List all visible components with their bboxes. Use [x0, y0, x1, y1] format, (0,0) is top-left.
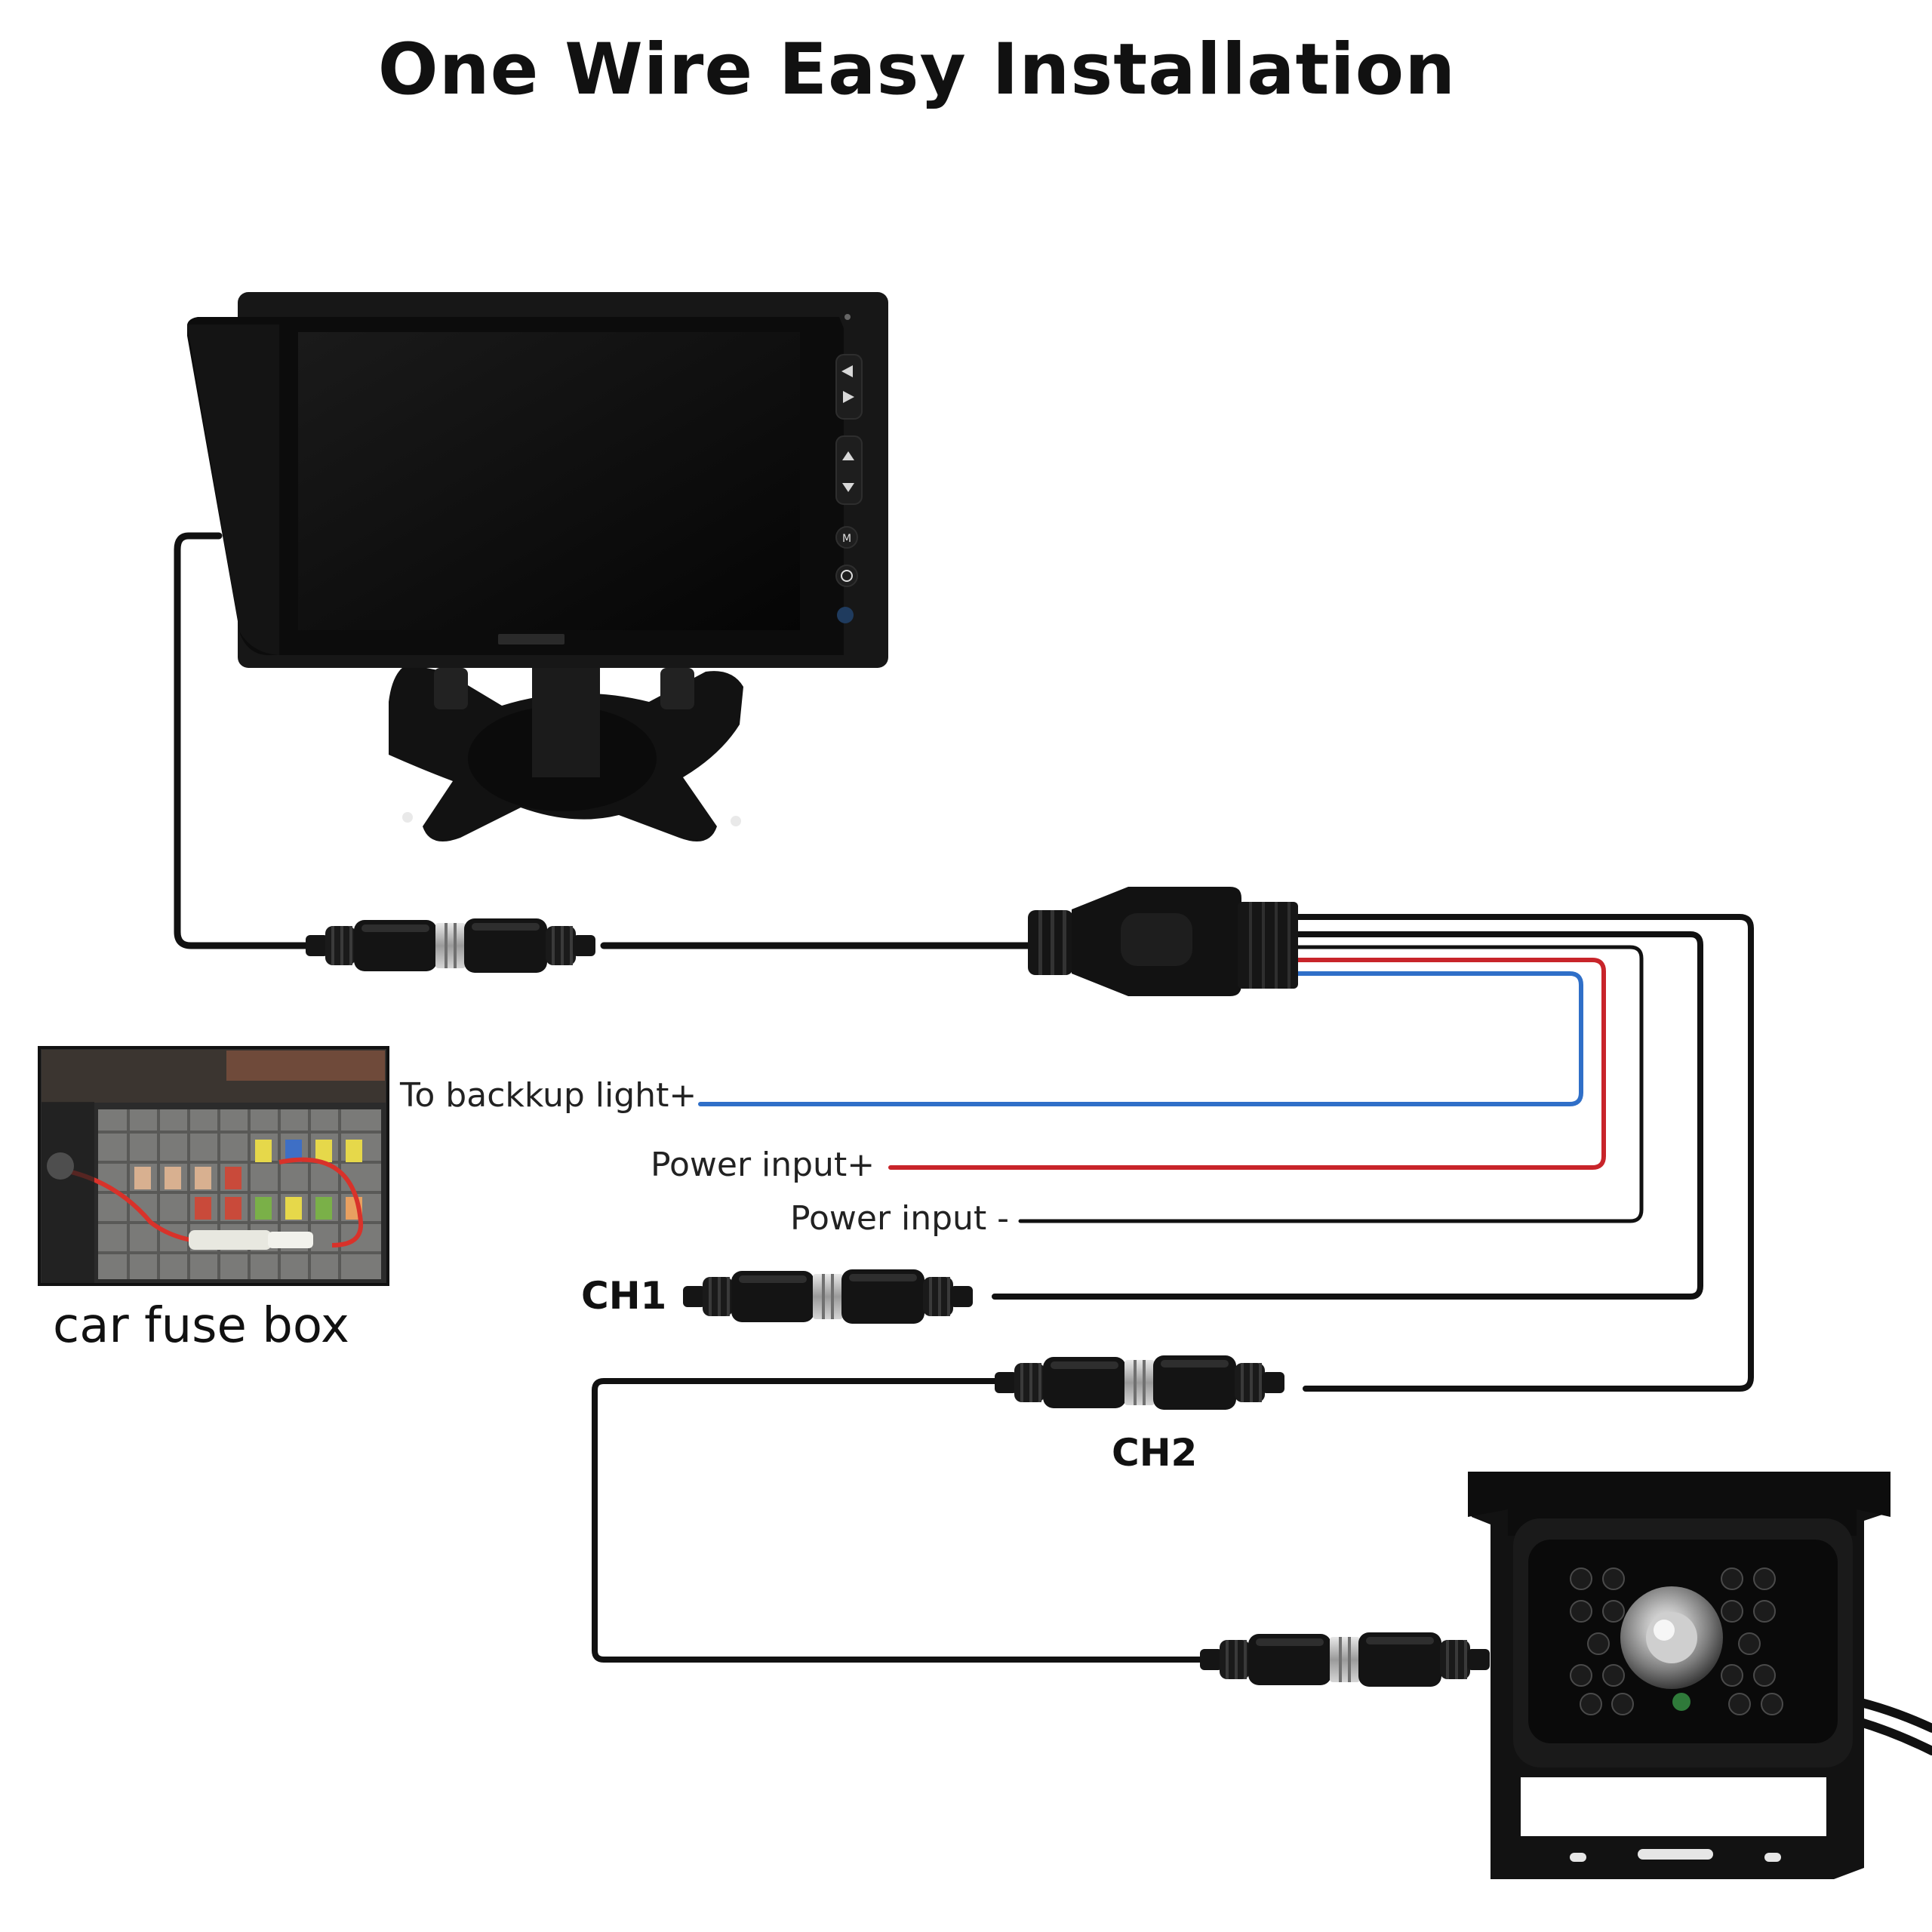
ch1-cable — [992, 931, 1703, 1300]
wires — [174, 532, 1932, 1755]
label-power-positive: Power input+ — [651, 1146, 875, 1184]
monitor-cable — [174, 532, 321, 949]
ch2-connector-icon — [995, 1355, 1284, 1410]
label-fuse-box: car fuse box — [53, 1298, 349, 1354]
splitter-icon — [1028, 887, 1298, 996]
camera-cable — [592, 1378, 1203, 1663]
label-backup-light: To backkup light+ — [400, 1076, 697, 1115]
page-title: One Wire Easy Installation — [377, 29, 1457, 111]
power-pos-wire — [888, 958, 1606, 1170]
backup-camera-icon — [1468, 1472, 1890, 1879]
label-power-negative: Power input - — [790, 1199, 1010, 1238]
svg-text:M: M — [842, 533, 851, 545]
ch1-connector-icon — [683, 1269, 973, 1324]
camera-connector-icon — [1200, 1632, 1490, 1687]
power-neg-wire — [1018, 945, 1644, 1223]
monitor-icon: M — [187, 292, 888, 841]
label-ch1: CH1 — [581, 1274, 667, 1318]
monitor-connector-icon — [306, 918, 595, 973]
fuse-box-photo — [38, 1046, 389, 1286]
label-ch2: CH2 — [1112, 1431, 1198, 1475]
ch2-cable — [1295, 914, 1754, 1392]
backup-wire — [698, 971, 1583, 1106]
